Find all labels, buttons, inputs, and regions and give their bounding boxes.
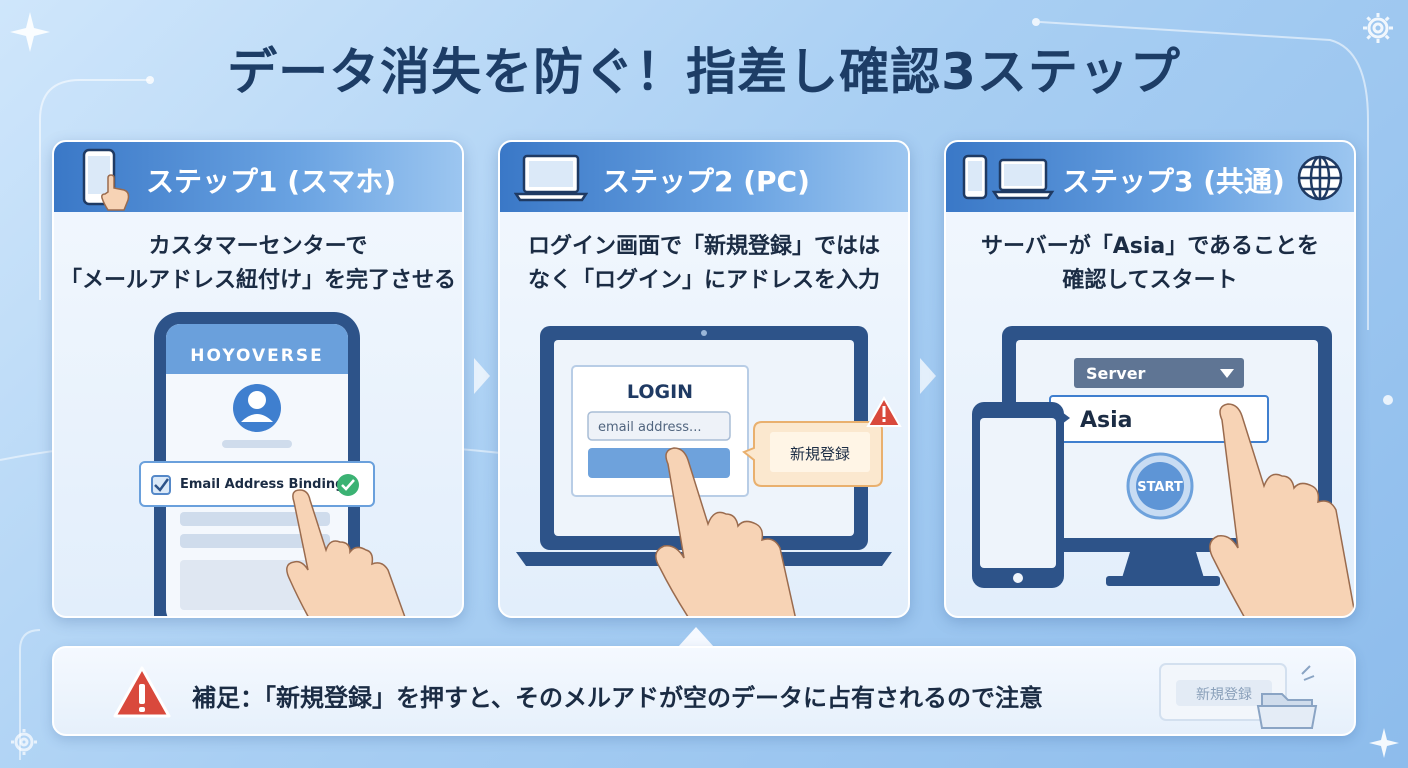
binding-label: Email Address Binding (180, 477, 344, 492)
description-line: 確認してスタート (1062, 268, 1238, 293)
register-button-faded (1176, 680, 1272, 706)
folder-icon (1256, 693, 1318, 729)
check-circle-icon (337, 474, 359, 496)
note-button-label: 新規登録 (1196, 687, 1252, 703)
start-label: START (1137, 480, 1183, 495)
avatar-icon (233, 384, 281, 432)
warning-icon (866, 395, 902, 427)
server-select[interactable]: Server (1074, 358, 1244, 388)
step-card-2: ステップ2 (PC) ログイン画面で「新規登録」ではは なく「ログイン」にアドレ… (498, 140, 910, 618)
step-description: カスタマーセンターで 「メールアドレス紐付け」を完了させる (54, 230, 462, 298)
step-header-1: ステップ1 (スマホ) (54, 142, 462, 212)
step-label: ステップ3 (共通) (1062, 165, 1285, 198)
warning-note: 補足：「新規登録」を押すと、そのメルアドが空のデータに占有されるので注意 新規登… (52, 646, 1356, 736)
server-label: Server (1086, 364, 1146, 383)
step-description: サーバーが「Asia」であることを 確認してスタート (946, 230, 1354, 298)
step-label: ステップ2 (PC) (602, 165, 810, 198)
note-illustration: 新規登録 (1159, 663, 1318, 729)
smartphone-icon (962, 154, 988, 200)
laptop-icon (514, 154, 588, 202)
smartphone-icon (82, 148, 130, 211)
gear-icon (11, 729, 37, 755)
pointing-hand-icon (286, 489, 406, 616)
step-arrow (474, 358, 490, 394)
warning-icon (113, 666, 171, 718)
description-line: サーバーが「Asia」であることを (980, 234, 1320, 259)
step-card-3: ステップ3 (共通) サーバーが「Asia」であることを 確認してスタート Se… (944, 140, 1356, 618)
step-header-3: ステップ3 (共通) (946, 142, 1354, 212)
chevron-down-icon (1220, 369, 1234, 378)
laptop-icon (991, 158, 1055, 200)
page-title: データ消失を防ぐ！指差し確認3ステップ (227, 43, 1181, 101)
email-input[interactable] (587, 411, 731, 441)
start-button[interactable]: START (1126, 452, 1194, 520)
description-line: ログイン画面で「新規登録」ではは (527, 234, 880, 259)
step-header-2: ステップ2 (PC) (500, 142, 908, 212)
step-card-1: ステップ1 (スマホ) カスタマーセンターで 「メールアドレス紐付け」を完了させ… (52, 140, 464, 618)
step-description: ログイン画面で「新規登録」ではは なく「ログイン」にアドレスを入力 (500, 230, 908, 298)
pointing-hand-icon (655, 447, 796, 616)
step1-illustration: HOYOVERSE Email Address Binding (139, 312, 406, 616)
email-placeholder: email address... (598, 420, 701, 435)
pointing-hand-icon (1209, 403, 1354, 616)
login-button[interactable] (588, 448, 730, 478)
globe-icon (1297, 155, 1343, 201)
register-popup[interactable]: 新規登録 (742, 421, 883, 487)
note-text: 補足：「新規登録」を押すと、そのメルアドが空のデータに占有されるので注意 (192, 684, 1044, 712)
tablet-icon (972, 402, 1064, 588)
devices-icon (962, 154, 1055, 200)
server-option-asia[interactable]: Asia (1049, 395, 1269, 443)
description-line: なく「ログイン」にアドレスを入力 (527, 268, 880, 293)
description-line: カスタマーセンターで (148, 234, 368, 259)
step-arrow (920, 358, 936, 394)
step2-illustration: LOGIN email address... 新規登録 (516, 326, 902, 616)
step3-illustration: Server Asia START (972, 326, 1354, 616)
app-logo: HOYOVERSE (190, 346, 324, 366)
login-title: LOGIN (627, 381, 693, 403)
description-line: 「メールアドレス紐付け」を完了させる (59, 268, 456, 293)
pointing-hand-icon (101, 174, 130, 211)
register-label: 新規登録 (790, 445, 850, 463)
server-value: Asia (1080, 408, 1133, 433)
note-pointer (678, 627, 714, 647)
step-label: ステップ1 (スマホ) (146, 165, 396, 198)
email-binding-bar[interactable]: Email Address Binding (139, 461, 375, 507)
